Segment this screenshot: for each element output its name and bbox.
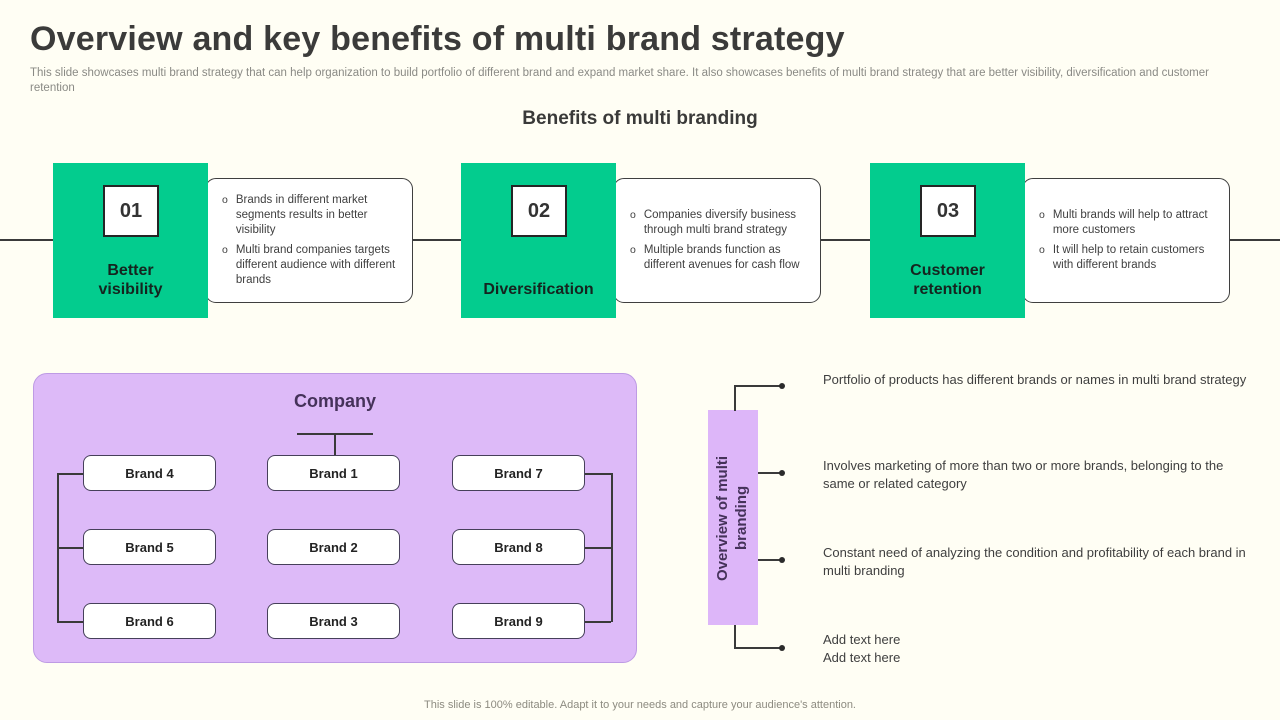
benefit-number-badge: 02 [511,185,567,237]
company-title: Company [293,391,376,411]
org-connector [585,473,611,475]
connector-dot [779,557,785,563]
benefit-point: Multi brands will help to attract more c… [1039,208,1221,239]
benefit-number-badge: 01 [103,185,159,237]
brand-box: Brand 2 [267,529,400,565]
org-connector [57,621,83,623]
benefit-number-badge: 03 [920,185,976,237]
brand-box: Brand 8 [452,529,585,565]
overview-connector [734,625,736,648]
page-title: Overview and key benefits of multi brand… [30,20,845,58]
org-connector [585,621,611,623]
org-connector [57,547,83,549]
benefit-point: Multi brand companies targets different … [222,243,404,289]
benefit-label: Diversification [483,281,594,299]
overview-connector [734,647,781,649]
brand-box: Brand 4 [83,455,216,491]
benefit-card-3: 03 Customer retention [870,163,1025,318]
overview-connector [734,385,781,387]
overview-label-text: Overview of multi branding [714,454,750,581]
benefit-desc-box-1: Brands in different market segments resu… [205,178,413,303]
slide-subtitle: This slide showcases multi brand strateg… [30,67,1209,95]
benefit-desc-box-3: Multi brands will help to attract more c… [1022,178,1230,303]
org-connector [585,547,611,549]
connector-dot [779,383,785,389]
overview-connector [734,385,736,411]
brand-box: Brand 7 [452,455,585,491]
overview-point: Add text here Add text here [823,632,901,665]
benefit-desc-box-2: Companies diversify business through mul… [613,178,821,303]
slide-footer-note: This slide is 100% editable. Adapt it to… [424,699,856,711]
org-connector [334,433,336,455]
org-connector [611,473,613,622]
benefit-card-2: 02 Diversification [461,163,616,318]
connector-dot [779,645,785,651]
overview-connector [758,472,781,474]
brand-box: Brand 9 [452,603,585,639]
benefit-point: Companies diversify business through mul… [630,208,812,239]
benefit-point: Brands in different market segments resu… [222,193,404,239]
benefit-label: Customer retention [910,262,985,299]
section-heading: Benefits of multi branding [522,108,758,129]
benefit-card-1: 01 Better visibility [53,163,208,318]
overview-point: Involves marketing of more than two or m… [823,458,1224,491]
brand-box: Brand 5 [83,529,216,565]
benefit-point: Multiple brands function as different av… [630,243,812,274]
brand-box: Brand 1 [267,455,400,491]
benefit-point: It will help to retain customers with di… [1039,243,1221,274]
connector-dot [779,470,785,476]
brand-box: Brand 3 [267,603,400,639]
overview-connector [758,559,781,561]
overview-point: Portfolio of products has different bran… [823,372,1247,387]
overview-vertical-label: Overview of multi branding [708,410,758,625]
overview-point: Constant need of analyzing the condition… [823,545,1246,578]
brand-box: Brand 6 [83,603,216,639]
benefit-label: Better visibility [98,262,163,299]
org-connector [57,473,83,475]
